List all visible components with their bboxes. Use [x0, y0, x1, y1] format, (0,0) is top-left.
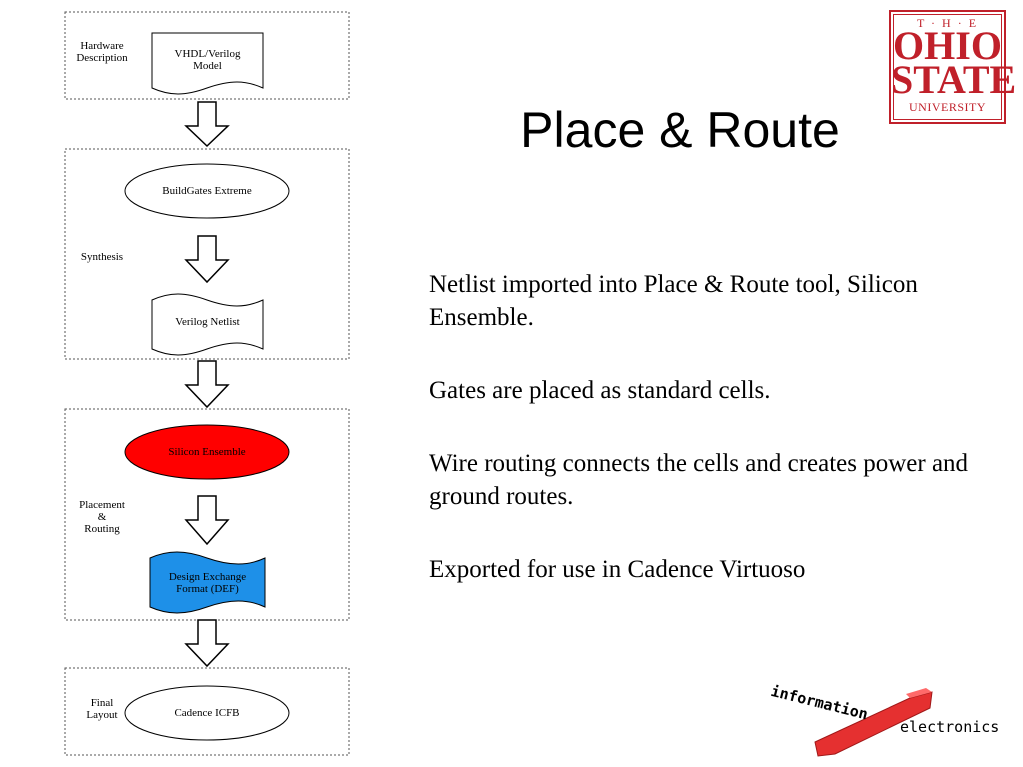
stage-box-final: [64, 667, 350, 756]
node-shape-silicon: [124, 424, 290, 480]
osu-logo-state: STATE: [891, 57, 1017, 102]
stage-box-synthesis: [64, 148, 350, 360]
bullet-routing: Wire routing connects the cells and crea…: [429, 450, 969, 510]
node-shape-cadence: [124, 685, 290, 741]
node-shape-verilog-netlist: [151, 293, 264, 356]
stage-label-hardware: Hardware Description: [76, 40, 128, 64]
arrow-down-icon: [184, 495, 230, 546]
ie-red-bar-top: [906, 688, 932, 698]
information-electronics-logo: information electronics: [769, 682, 999, 757]
ie-word-information: information: [769, 682, 870, 723]
ie-word-electronics: electronics: [900, 718, 999, 736]
stage-label-synthesis: Synthesis: [80, 251, 124, 263]
node-verilog-netlist: Verilog Netlist: [175, 316, 240, 328]
osu-logo-frame: [893, 14, 1002, 120]
node-silicon-ensemble: Silicon Ensemble: [168, 446, 246, 458]
arrow-down-icon: [184, 101, 230, 148]
node-vhdl-model: VHDL/Verilog Model: [174, 48, 241, 72]
slide-body: Netlist imported into Place & Route tool…: [429, 268, 989, 626]
stage-box-hardware: [64, 11, 350, 100]
node-cadence-icfb: Cadence ICFB: [174, 707, 240, 719]
bullet-gates: Gates are placed as standard cells.: [429, 377, 771, 404]
node-shape-vhdl: [151, 32, 264, 95]
stage-label-placement: Placement & Routing: [79, 499, 125, 535]
arrow-down-icon: [184, 619, 230, 668]
osu-logo-the: T · H · E: [916, 16, 979, 30]
bullet-exported: Exported for use in Cadence Virtuoso: [429, 556, 806, 583]
slide-title: Place & Route: [520, 102, 840, 158]
osu-logo-ohio: OHIO: [893, 23, 1002, 68]
arrow-down-icon: [184, 235, 230, 284]
node-shape-def: [149, 551, 266, 614]
flow-diagram: [64, 11, 350, 756]
osu-logo: T · H · E OHIO STATE UNIVERSITY: [889, 10, 1017, 124]
osu-logo-university: UNIVERSITY: [909, 100, 986, 114]
node-buildgates-extreme: BuildGates Extreme: [162, 185, 252, 197]
bullet-netlist: Netlist imported into Place & Route tool…: [429, 271, 918, 331]
arrow-down-icon: [184, 360, 230, 409]
node-def: Design Exchange Format (DEF): [168, 571, 247, 595]
node-shape-buildgates: [124, 163, 290, 219]
stage-label-final: Final Layout: [86, 697, 118, 721]
